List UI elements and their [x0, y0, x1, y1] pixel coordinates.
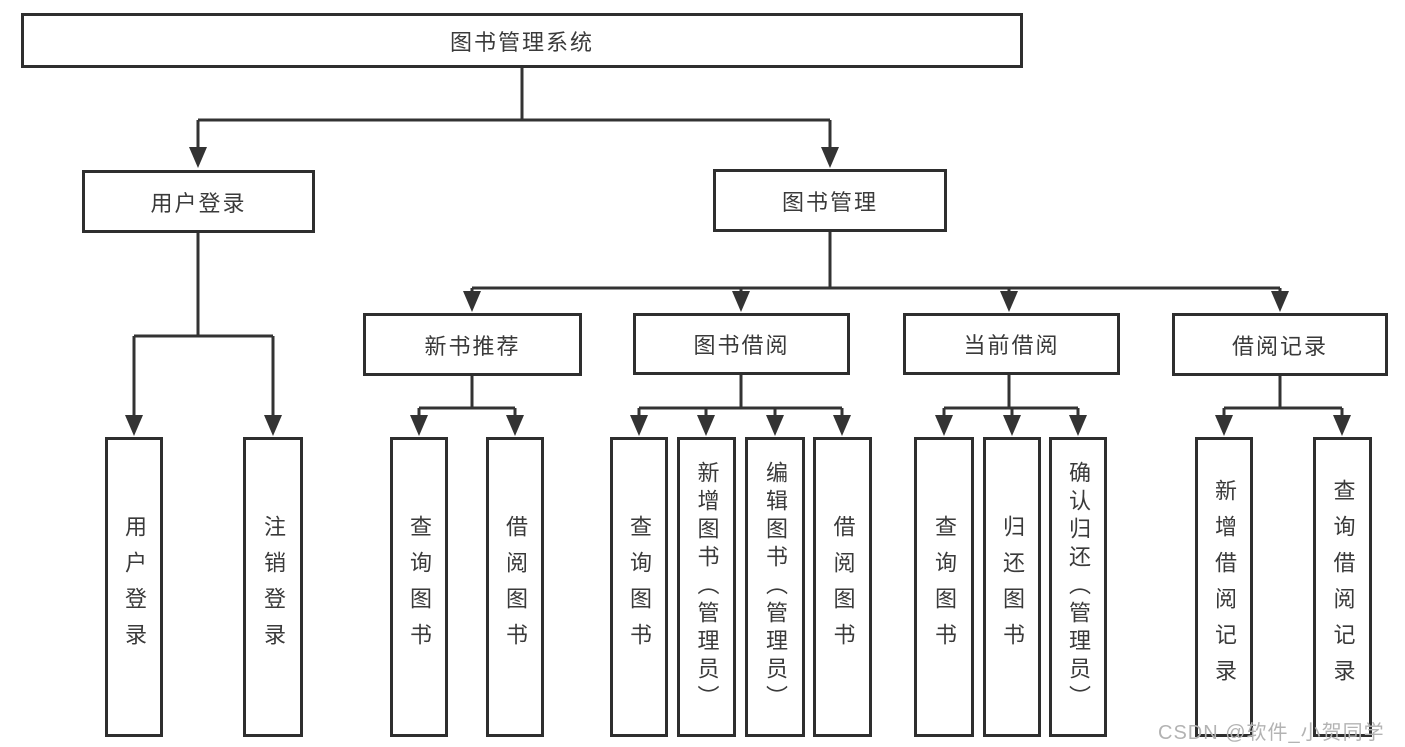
arrowhead-icons — [125, 147, 1351, 436]
leaf-edit-books-admin: 编辑图书（管理员） — [745, 437, 805, 737]
leaf-logout: 注销登录 — [243, 437, 303, 737]
leaf-query-books-current: 查询图书 — [914, 437, 974, 737]
leaf-user-login: 用户登录 — [105, 437, 163, 737]
csdn-watermark: CSDN @软件_小贺同学 — [1158, 722, 1385, 744]
node-new-book-recommend: 新书推荐 — [363, 313, 582, 376]
leaf-borrow-books: 借阅图书 — [813, 437, 872, 737]
node-borrow-records: 借阅记录 — [1172, 313, 1388, 376]
leaf-query-borrow-record: 查询借阅记录 — [1313, 437, 1372, 737]
leaf-query-books-borrow: 查询图书 — [610, 437, 668, 737]
leaf-add-borrow-record: 新增借阅记录 — [1195, 437, 1253, 737]
node-book-borrow: 图书借阅 — [633, 313, 850, 375]
leaf-borrow-books-recommend: 借阅图书 — [486, 437, 544, 737]
leaf-return-books: 归还图书 — [983, 437, 1041, 737]
node-current-borrow: 当前借阅 — [903, 313, 1120, 375]
leaf-add-books-admin: 新增图书（管理员） — [677, 437, 736, 737]
leaf-query-books-recommend: 查询图书 — [390, 437, 448, 737]
node-user-login: 用户登录 — [82, 170, 315, 233]
leaf-confirm-return-admin: 确认归还（管理员） — [1049, 437, 1107, 737]
node-book-management: 图书管理 — [713, 169, 947, 232]
node-library-management-system: 图书管理系统 — [21, 13, 1023, 68]
